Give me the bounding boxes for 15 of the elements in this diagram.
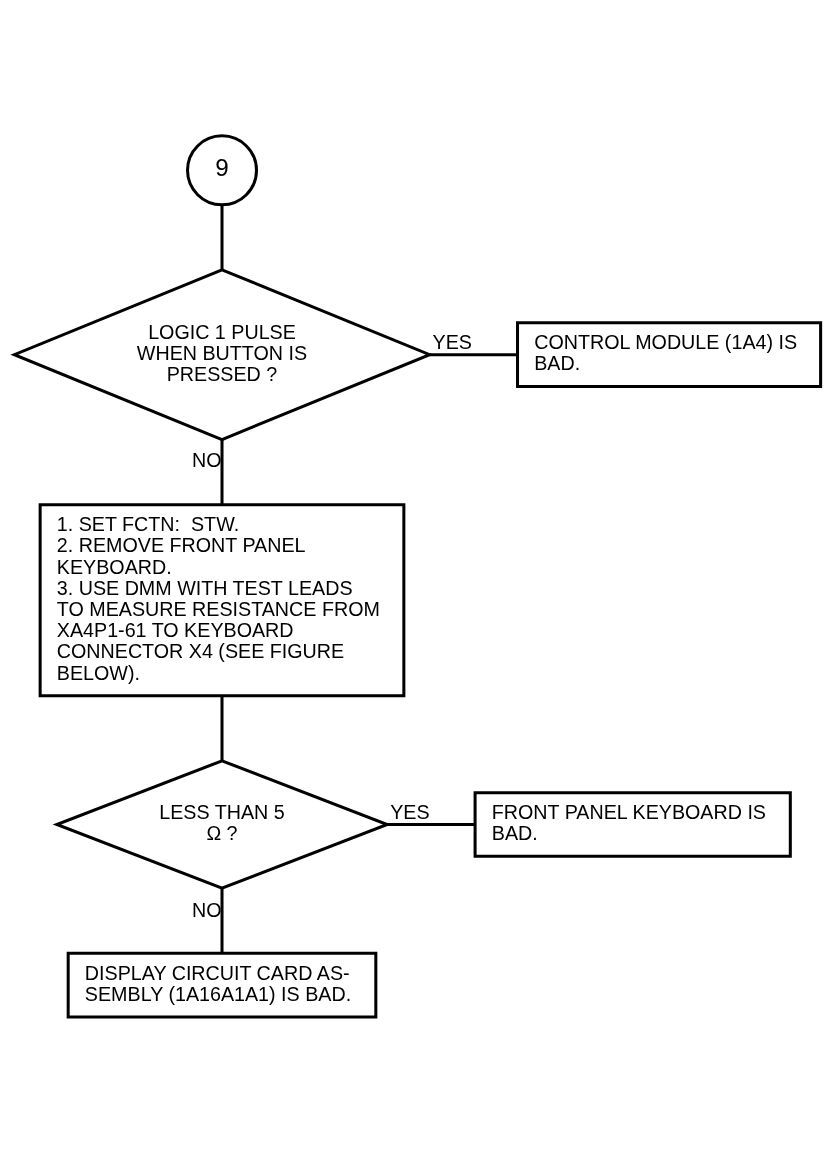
connector [429, 352, 518, 356]
connector [220, 439, 224, 505]
edge-label: NO [192, 448, 222, 471]
connector [220, 204, 224, 270]
connector [387, 822, 475, 826]
node-box: DISPLAY CIRCUIT CARD AS- SEMBLY (1A16A1A1) IS BAD. [66, 951, 378, 1018]
edge-label: YES [390, 800, 430, 823]
node-box: 1. SET FCTN: STW. 2. REMOVE FRONT PANEL KEYBOARD. 3. USE DMM WITH TEST LEADS TO MEASURE RESISTANCE FROM XA4P1-61 TO KEYBOARD CONNECTOR X4 (SEE FIGURE BELOW). [38, 502, 406, 697]
connector [220, 695, 224, 761]
node-box: FRONT PANEL KEYBOARD IS BAD. [473, 790, 792, 858]
node-circle: 9 [186, 133, 258, 206]
edge-label: YES [432, 330, 472, 353]
node-box: CONTROL MODULE (1A4) IS BAD. [516, 320, 823, 388]
edge-label: NO [192, 898, 222, 921]
connector [220, 887, 224, 953]
